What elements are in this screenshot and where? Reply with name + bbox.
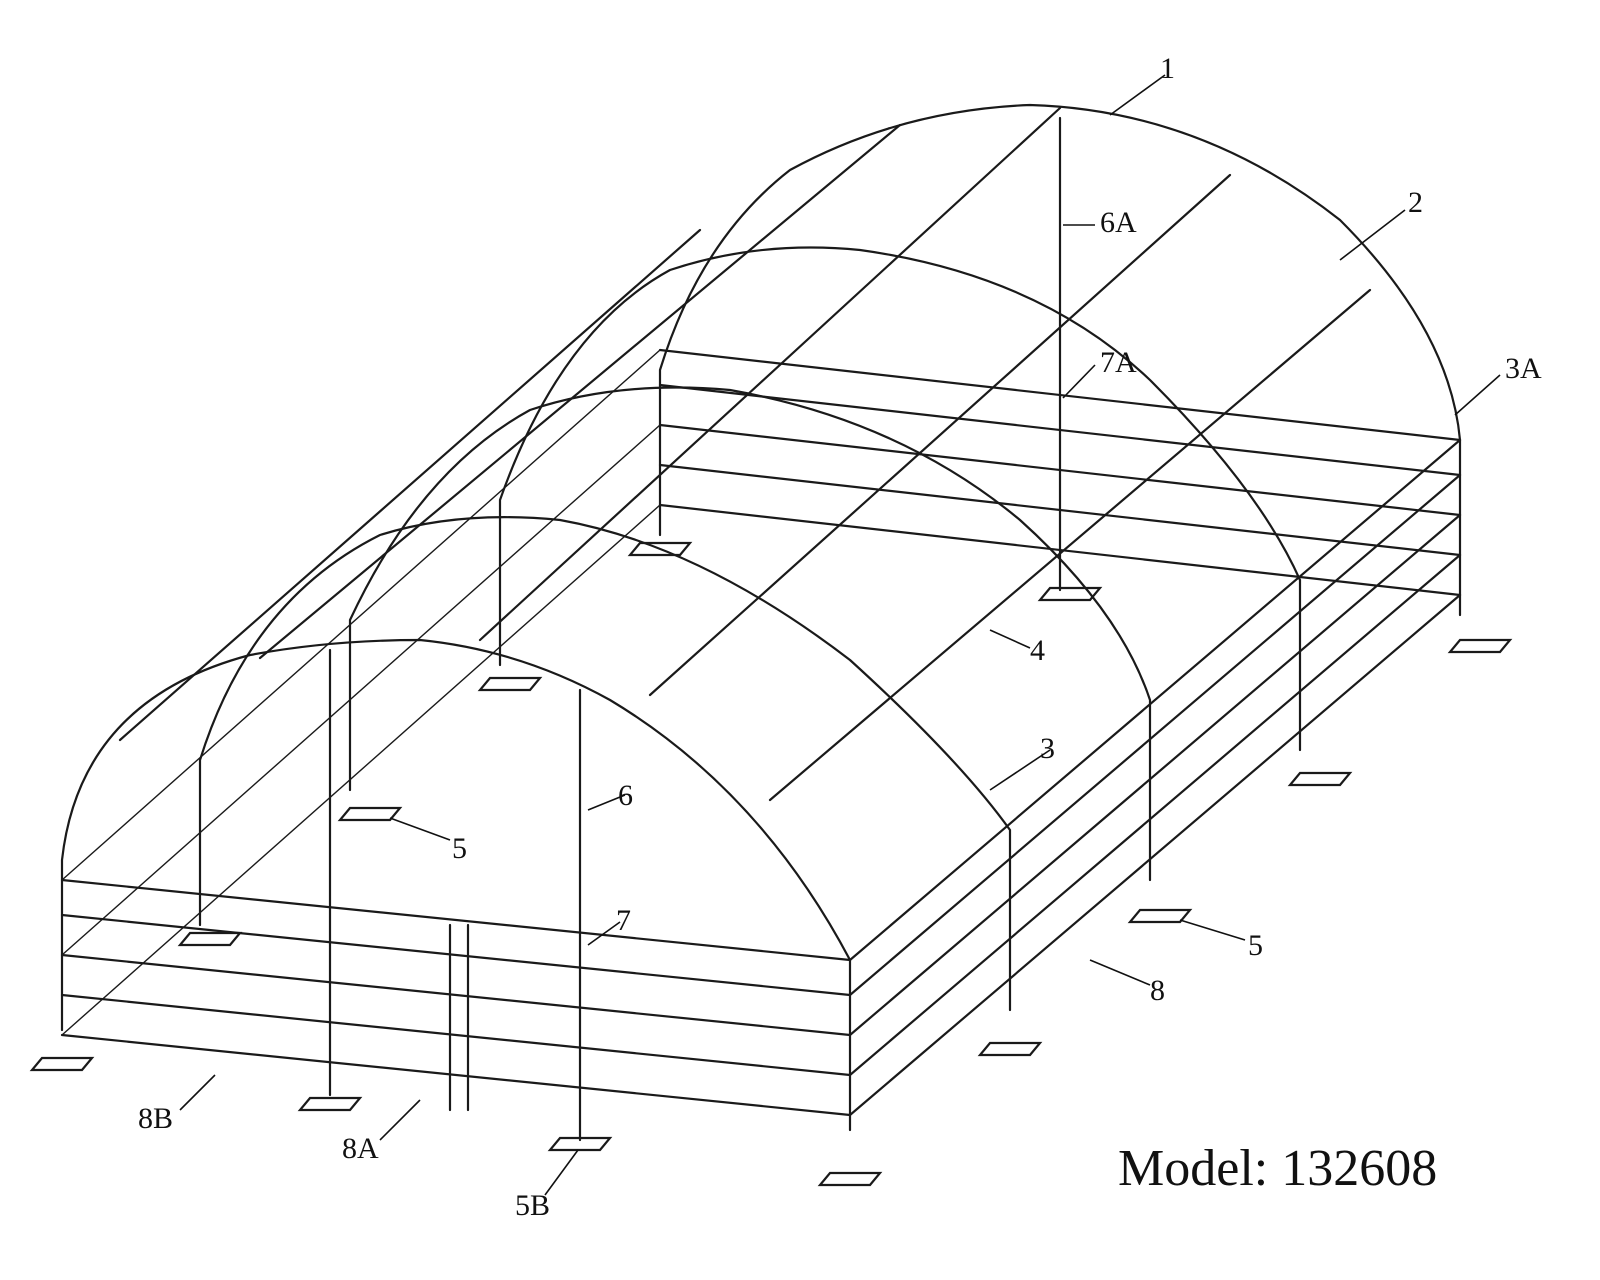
purlin-right-upper	[648, 173, 1232, 697]
callout-1: 1	[1160, 52, 1175, 85]
callout-4: 4	[1030, 634, 1045, 667]
end-poles	[328, 116, 1062, 1142]
purlin-right-lower	[768, 288, 1372, 802]
side-fence	[848, 438, 1462, 1117]
purlins	[118, 106, 1372, 802]
arch-back	[658, 103, 1462, 617]
purlin-left-upper	[258, 123, 902, 660]
callout-5-right: 5	[1248, 929, 1263, 962]
purlin-ridge	[478, 106, 1062, 642]
leaders	[179, 74, 1501, 1196]
callout-5B: 5B	[515, 1189, 550, 1222]
front-fence	[60, 878, 852, 1117]
arch-2	[198, 516, 1012, 1012]
callout-2: 2	[1408, 186, 1423, 219]
callout-6: 6	[618, 779, 633, 812]
callout-8A: 8A	[342, 1132, 379, 1165]
callout-8: 8	[1150, 974, 1165, 1007]
arch-front	[60, 638, 852, 1132]
callout-5-left: 5	[452, 832, 467, 865]
callout-3: 3	[1040, 732, 1055, 765]
purlin-left-lower	[118, 228, 702, 742]
arch-3	[348, 386, 1152, 882]
back-fence	[658, 348, 1462, 597]
callout-3A: 3A	[1505, 352, 1542, 385]
arch-4	[498, 246, 1302, 752]
callout-8B: 8B	[138, 1102, 173, 1135]
model-label: Model: 132608	[1118, 1140, 1437, 1197]
base-plates	[29, 541, 1513, 1187]
left-fence	[61, 349, 661, 1036]
callout-labels: 1 2 3 3A 4 5 5 5B 6 6A 7 7A 8 8A 8B	[138, 52, 1542, 1222]
arches	[60, 103, 1462, 1132]
callout-6A: 6A	[1100, 206, 1137, 239]
callout-7: 7	[616, 904, 631, 937]
callout-7A: 7A	[1100, 346, 1137, 379]
